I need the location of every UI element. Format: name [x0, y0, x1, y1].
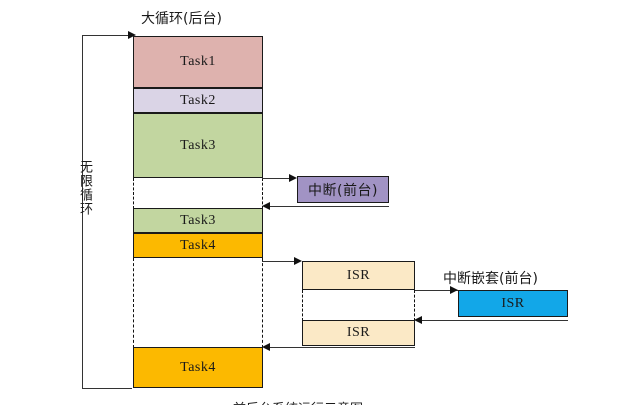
bottom-caption: 前后台系统运行示意图: [233, 398, 413, 405]
loop-top-line: [82, 35, 130, 36]
task-box-task3-second: Task3: [133, 208, 263, 233]
dashed-guide-right-1: [262, 178, 263, 209]
infinite-loop-label: 无限循环: [77, 160, 92, 216]
dashed-guide-left-2: [133, 258, 134, 348]
arrow-line-from-interrupt: [267, 206, 389, 207]
dashed-guide-isr-left: [302, 290, 303, 321]
task-box-task1: Task1: [133, 36, 263, 88]
loop-vertical-line: [82, 35, 83, 389]
arrow-head-from-nested-isr-icon: [414, 315, 422, 324]
interrupt-box: 中断(前台): [297, 176, 389, 203]
loop-bottom-line: [82, 388, 132, 389]
arrow-head-from-interrupt-icon: [262, 201, 270, 210]
isr-box-first: ISR: [302, 261, 415, 290]
arrow-line-to-interrupt: [262, 178, 292, 179]
task-box-task4-first: Task4: [133, 233, 263, 258]
arrow-head-from-isr-icon: [262, 342, 270, 351]
isr-box-second: ISR: [302, 320, 415, 346]
task-box-task2: Task2: [133, 88, 263, 113]
task-box-task4-second: Task4: [133, 347, 263, 388]
dashed-guide-left-1: [133, 178, 134, 209]
arrow-head-to-nested-isr-icon: [450, 285, 458, 294]
arrow-line-from-isr: [267, 347, 415, 348]
nested-interrupt-title: 中断嵌套(前台): [443, 271, 538, 287]
main-loop-title: 大循环(后台): [141, 11, 222, 27]
arrow-line-to-nested-isr: [415, 290, 458, 291]
dashed-guide-isr-right: [414, 290, 415, 321]
loop-arrow-icon: [128, 30, 136, 39]
arrow-head-to-isr-icon: [294, 256, 302, 265]
dashed-guide-right-2: [262, 258, 263, 348]
arrow-line-to-isr: [262, 261, 297, 262]
task-box-task3-first: Task3: [133, 113, 263, 178]
isr-box-nested: ISR: [458, 290, 568, 317]
arrow-head-to-interrupt-icon: [289, 173, 297, 182]
arrow-line-from-nested-isr: [419, 320, 568, 321]
